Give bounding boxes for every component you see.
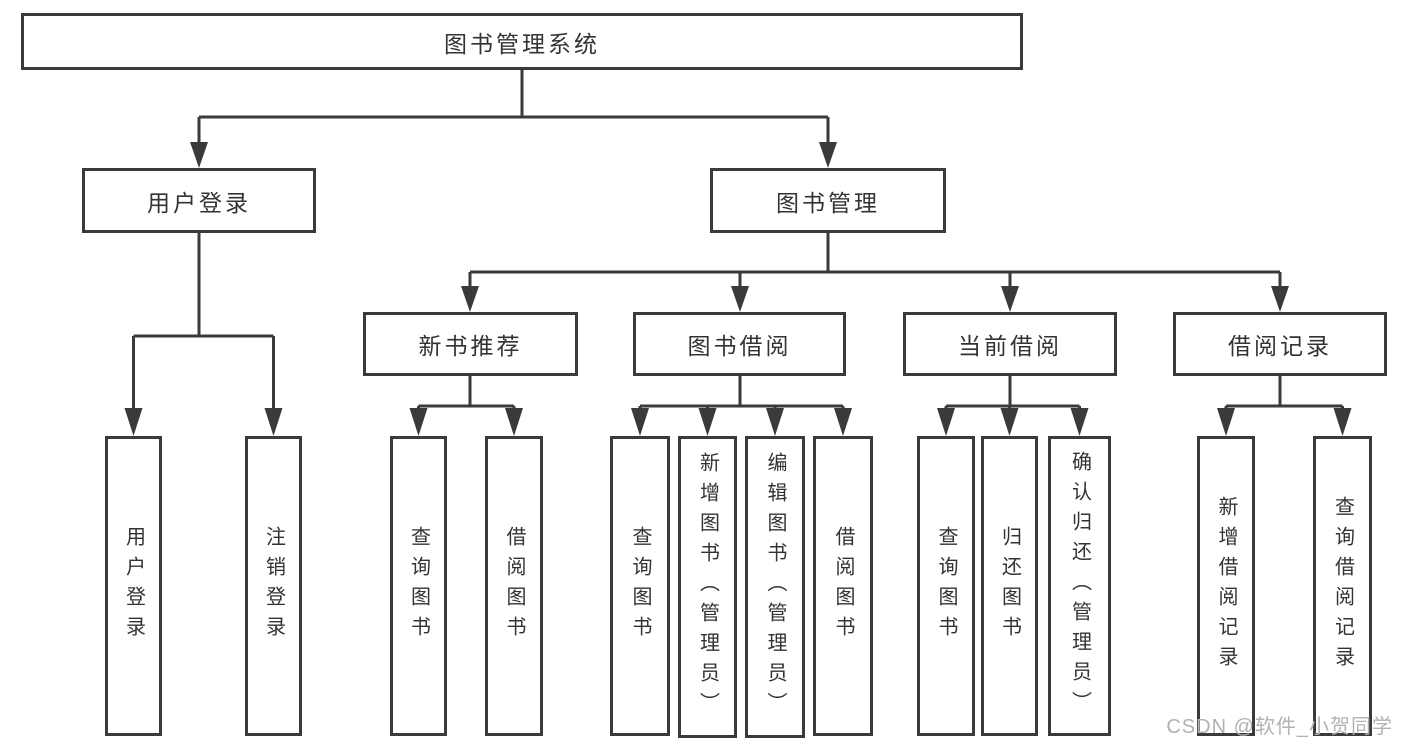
leaf-br-query-record: 查询借阅记录 [1313, 436, 1372, 736]
connector-book-borrow-branch [631, 376, 852, 436]
leaf-bb-edit-books-admin: 编辑图书（管理员） [745, 436, 805, 738]
leaf-cb-return-books: 归还图书 [981, 436, 1038, 736]
connector-book-management-branch [461, 233, 1289, 312]
leaf-nbr-borrow-books: 借阅图书 [485, 436, 543, 736]
connector-new-book-recommend-branch [409, 376, 523, 436]
leaf-cb-confirm-return-admin: 确认归还（管理员） [1048, 436, 1111, 736]
connector-user-login-branch [124, 233, 283, 436]
leaf-bb-add-books-admin: 新增图书（管理员） [678, 436, 737, 738]
leaf-bb-borrow-books: 借阅图书 [813, 436, 873, 736]
connector-root-to-level2 [190, 70, 837, 168]
node-borrow-records: 借阅记录 [1173, 312, 1387, 376]
node-new-book-recommend: 新书推荐 [363, 312, 578, 376]
node-user-login: 用户登录 [82, 168, 316, 233]
leaf-logout: 注销登录 [245, 436, 302, 736]
leaf-bb-query-books: 查询图书 [610, 436, 670, 736]
node-current-borrow: 当前借阅 [903, 312, 1117, 376]
csdn-watermark: CSDN @软件_小贺同学 [1166, 716, 1393, 738]
leaf-cb-query-books: 查询图书 [917, 436, 975, 736]
leaf-br-add-record: 新增借阅记录 [1197, 436, 1255, 736]
node-book-borrow: 图书借阅 [633, 312, 846, 376]
node-root-system: 图书管理系统 [21, 13, 1023, 70]
leaf-nbr-query-books: 查询图书 [390, 436, 447, 736]
connector-borrow-records-branch [1217, 376, 1352, 436]
node-book-management: 图书管理 [710, 168, 946, 233]
leaf-user-login: 用户登录 [105, 436, 162, 736]
connector-current-borrow-branch [937, 376, 1089, 436]
